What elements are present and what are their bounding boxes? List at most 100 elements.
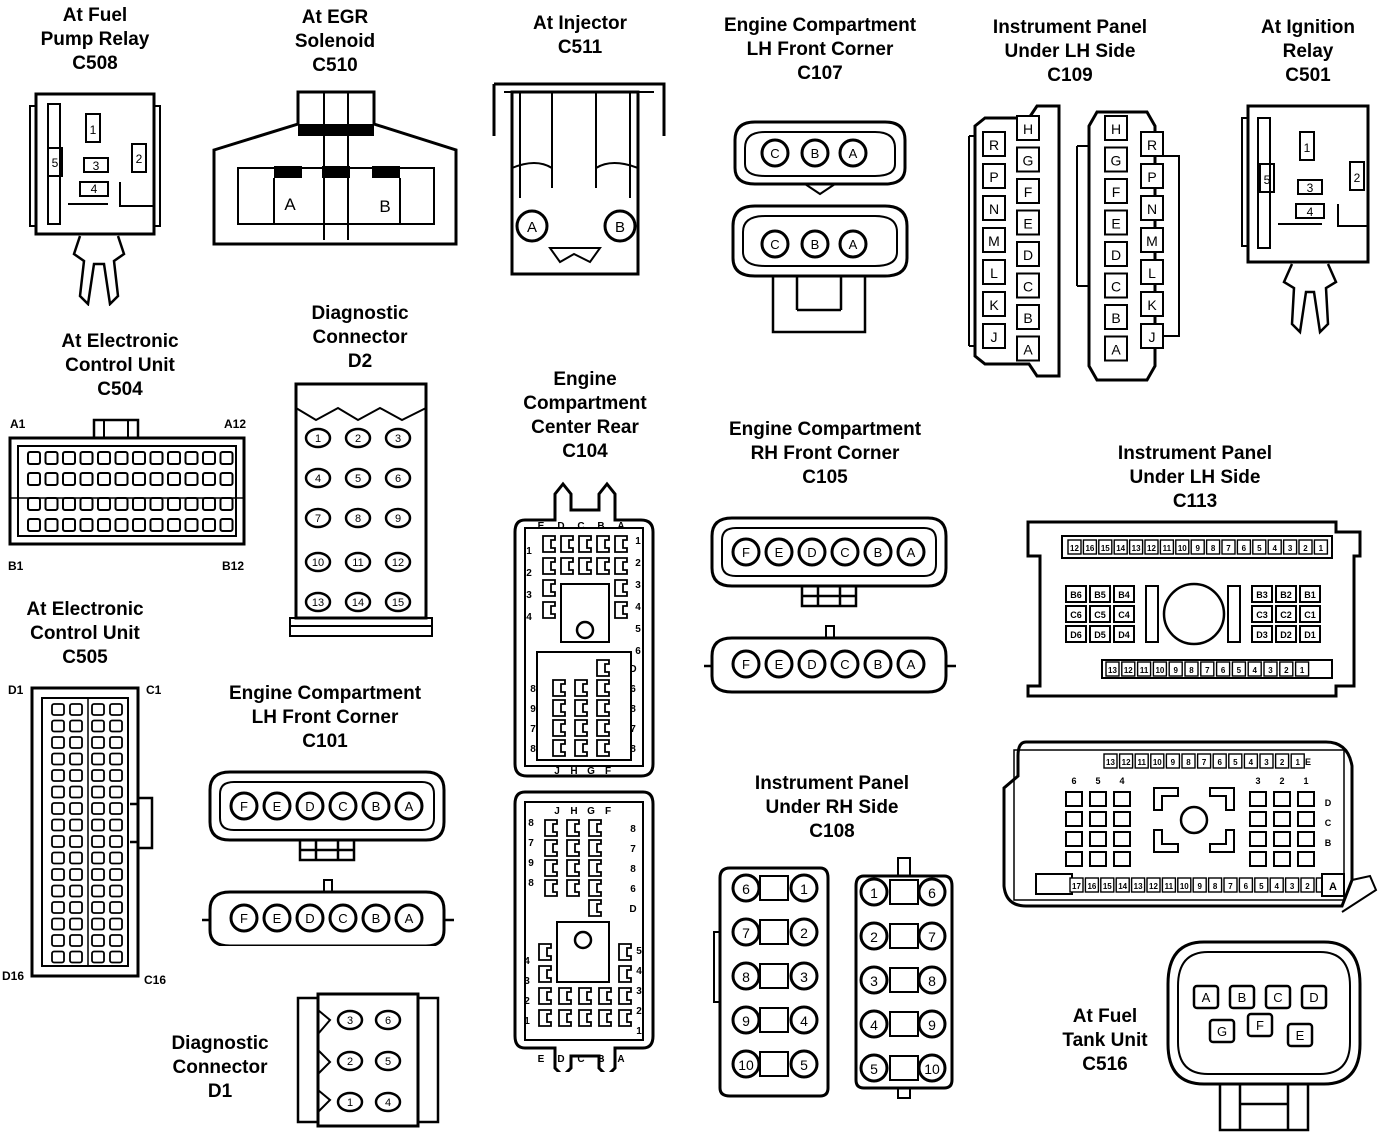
c109-left-outer-pin — [982, 323, 1006, 349]
c505-pin-cavity — [51, 901, 65, 914]
c113-lower-bottom-row-pin — [1223, 877, 1238, 893]
c107-pin-b-top: B — [811, 146, 820, 161]
d2-title-line2: Connector — [312, 327, 408, 348]
c101-latch — [298, 840, 356, 862]
c104-title-line4: C104 — [562, 441, 608, 462]
c109-left-inner-pin-label: F — [1024, 184, 1033, 200]
c104-terminal — [574, 679, 588, 697]
c104-lower-bottom-letter: B — [597, 1054, 604, 1065]
c104-terminal — [614, 557, 628, 575]
c113-top-row-pin-label: 14 — [1116, 544, 1125, 553]
c109-right-outer-pin — [1140, 131, 1164, 157]
c109-right-outer-pin — [1140, 163, 1164, 189]
c109-right-inner-pin-label: G — [1111, 153, 1122, 169]
c113-left-block-pin-label: D6 — [1070, 630, 1082, 640]
c108-left-pin-label: 6 — [742, 881, 750, 897]
c113-lower-bottom-row-pin-label: 16 — [1087, 882, 1096, 891]
c104-lower-left-number: 7 — [530, 724, 536, 735]
c516-top-pin — [1228, 984, 1256, 1010]
c108-right-pin — [917, 1053, 947, 1083]
d1-pin — [374, 1050, 402, 1072]
c505-pin-cavity — [109, 884, 123, 898]
d2-pin-label: 1 — [315, 433, 321, 445]
c109-left-inner-pin — [1016, 146, 1040, 173]
c107-pin-a-bottom: A — [849, 237, 858, 252]
c113-lower-left-cavity — [1113, 851, 1131, 867]
c113-lower-mid-label: 4 — [1119, 776, 1124, 786]
c504-pin-cavity — [132, 497, 146, 511]
c113-right-block-pin — [1299, 585, 1321, 603]
c504-pin-cavity — [44, 451, 59, 465]
c105-upper-pin — [731, 537, 761, 567]
c113-top-row-pin — [1175, 539, 1190, 555]
c113-bottom-row-pin — [1231, 661, 1247, 677]
c510-pin-b: B — [379, 197, 390, 216]
c505-pin-cavity — [109, 818, 123, 832]
c109-right-outer-pin-label: L — [1148, 265, 1156, 281]
c104-terminal — [574, 719, 588, 737]
c113-left-block-pin-label: C5 — [1094, 610, 1106, 620]
c105-lower-pin — [764, 649, 794, 679]
c104-lower-housing-right-number: 7 — [630, 844, 636, 855]
c505-pin-cavity — [91, 736, 105, 749]
c109-right-inner-pin-label: H — [1111, 121, 1121, 137]
c113-lower-mid-label: 6 — [1071, 776, 1076, 786]
c101-title-line1: Engine Compartment — [228, 683, 422, 704]
c501-pin-3: 3 — [1307, 181, 1314, 195]
c109-left-inner-pin — [1016, 335, 1040, 362]
c104-title-line1: Engine — [553, 369, 617, 390]
c501-title-line1: At Ignition — [1261, 17, 1355, 38]
d2-pin — [384, 591, 412, 613]
c504-label-a1: A1 — [10, 417, 26, 431]
c113-bottom-row-pin-label: 7 — [1205, 666, 1210, 675]
c109-right-outer-pin — [1140, 227, 1164, 253]
c108-left-pin — [789, 1049, 819, 1079]
c105-title-line2: RH Front Corner — [750, 443, 900, 464]
c505-pin-cavity — [109, 802, 123, 815]
c104-terminal — [542, 557, 556, 575]
c104-left-number: 2 — [526, 568, 532, 579]
c104-terminal — [566, 819, 580, 837]
c104-terminal — [552, 699, 566, 717]
c505-pin-cavity — [69, 851, 83, 865]
d2-pin — [304, 507, 332, 529]
c108-left-pin-label: 9 — [742, 1013, 750, 1029]
c113-upper-housing — [1026, 520, 1362, 698]
c101-lower-pin-label: E — [273, 911, 282, 926]
c104-right-number: 2 — [635, 558, 641, 569]
c504-pin-cavity — [184, 472, 199, 486]
c104-terminal — [596, 659, 610, 677]
c113-lower-top-row-pin — [1212, 753, 1227, 769]
c104-terminal — [566, 879, 580, 897]
c113-left-block-pin-label: D5 — [1094, 630, 1106, 640]
c107-pin-a-top: A — [849, 146, 858, 161]
c505-label-c16: C16 — [144, 973, 166, 987]
c108-right-pin-label: 9 — [928, 1017, 936, 1033]
c505-pin-cavity — [69, 868, 83, 881]
c108-left-pin-label: 10 — [738, 1057, 754, 1073]
c108-right-latch — [889, 923, 919, 949]
c113-left-block-pin — [1065, 605, 1087, 623]
c504-pin-cavity — [132, 518, 146, 532]
c101-title: Engine Compartment LH Front Corner C101 — [200, 682, 450, 754]
c104-title: Engine Compartment Center Rear C104 — [505, 368, 665, 464]
c113-lower-left-cavity — [1089, 831, 1107, 847]
c504-label-a12: A12 — [224, 417, 246, 431]
c113-bottom-row-pin-label: 5 — [1237, 666, 1242, 675]
c113-lower-top-row-pin — [1165, 753, 1181, 769]
c105-upper-pin-label: A — [907, 545, 916, 560]
c505-pin-cavity — [109, 934, 123, 947]
c101-upper-pin — [394, 791, 424, 821]
d1-title-line1: Diagnostic — [171, 1033, 269, 1054]
c104-terminal — [588, 819, 602, 837]
c113-top-row-pin — [1267, 539, 1282, 555]
c113-lower-bottom-row-pin-label: 14 — [1118, 882, 1127, 891]
c113-bottom-row-pin-label: 11 — [1140, 666, 1149, 675]
c104-terminal — [614, 579, 628, 597]
c108-left-pin-label: 8 — [742, 969, 750, 985]
c504-pin-cavity — [202, 497, 216, 511]
d2-pin-label: 6 — [395, 473, 401, 485]
